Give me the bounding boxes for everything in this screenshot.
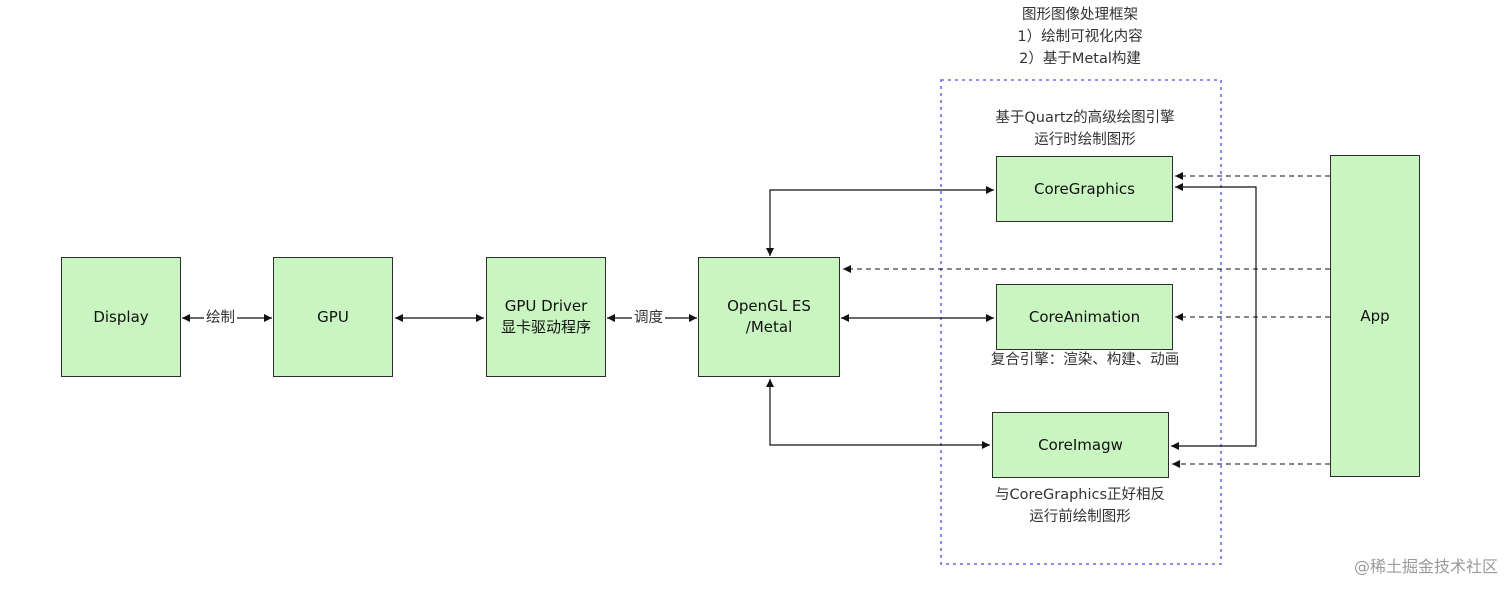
framework-title: 图形图像处理框架 1）绘制可视化内容 2）基于Metal构建 (980, 4, 1180, 70)
annotation-core-graphics: 基于Quartz的高级绘图引擎 运行时绘制图形 (965, 107, 1205, 151)
node-app: App (1330, 155, 1420, 477)
annotation-core-graphics-line1: 基于Quartz的高级绘图引擎 (995, 110, 1175, 126)
framework-title-line2: 1）绘制可视化内容 (1017, 29, 1143, 45)
annotation-core-image-line1: 与CoreGraphics正好相反 (994, 487, 1166, 503)
node-display: Display (61, 257, 181, 377)
annotation-core-animation: 复合引擎：渲染、构建、动画 (955, 349, 1215, 371)
node-core-graphics: CoreGraphics (996, 156, 1173, 222)
edge-label-draw: 绘制 (204, 308, 237, 328)
annotation-core-graphics-line2: 运行时绘制图形 (1034, 132, 1136, 148)
node-core-animation: CoreAnimation (996, 284, 1173, 350)
framework-title-line1: 图形图像处理框架 (1022, 7, 1138, 23)
annotation-core-image: 与CoreGraphics正好相反 运行前绘制图形 (960, 484, 1200, 528)
node-core-image: CoreImagw (992, 412, 1169, 478)
node-core-graphics-label: CoreGraphics (1034, 179, 1135, 198)
edge-opengl-coregraphics (766, 186, 994, 256)
node-app-label: App (1360, 306, 1390, 325)
node-gpu-driver-line2: 显卡驱动程序 (500, 318, 591, 336)
annotation-core-animation-line1: 复合引擎：渲染、构建、动画 (990, 352, 1180, 368)
framework-title-line3: 2）基于Metal构建 (1019, 51, 1141, 67)
node-opengl-line2: /Metal (745, 318, 793, 336)
annotation-core-image-line2: 运行前绘制图形 (1029, 509, 1131, 525)
node-core-animation-label: CoreAnimation (1028, 307, 1141, 326)
watermark: @稀土掘金技术社区 (1353, 557, 1498, 576)
node-gpu-driver: GPU Driver 显卡驱动程序 (486, 257, 606, 377)
node-gpu-driver-line1: GPU Driver (504, 297, 588, 315)
edge-label-schedule: 调度 (632, 308, 665, 328)
edge-opengl-coreimage (766, 379, 990, 449)
node-core-image-label: CoreImagw (1038, 435, 1123, 454)
node-display-label: Display (93, 307, 149, 326)
node-opengl: OpenGL ES /Metal (698, 257, 840, 377)
node-opengl-line1: OpenGL ES (727, 297, 811, 315)
framework-boundary (940, 79, 1222, 565)
node-gpu-label: GPU (317, 307, 349, 326)
node-gpu: GPU (273, 257, 393, 377)
